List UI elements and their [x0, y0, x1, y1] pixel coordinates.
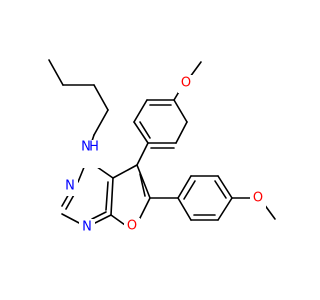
- bond: [175, 121, 188, 144]
- bond: [93, 84, 109, 111]
- bond: [112, 164, 138, 179]
- bond: [217, 197, 233, 221]
- atom-labels: N H N N O O O: [62, 75, 266, 237]
- bond: [105, 181, 109, 211]
- amine-hydrogen-label: H: [89, 140, 99, 155]
- pyrimidine-n3-label: N: [65, 179, 75, 194]
- molecule-structure-diagram: N H N N O O O: [48, 59, 276, 237]
- atom-label-background: [178, 75, 194, 93]
- atom-label-background: [62, 178, 78, 196]
- bond: [173, 99, 188, 123]
- atom-label-background: [124, 218, 140, 236]
- bond: [139, 173, 146, 197]
- bond: [189, 61, 202, 78]
- bond: [214, 180, 227, 199]
- bond: [91, 211, 107, 220]
- bond: [133, 99, 148, 123]
- bond: [177, 197, 192, 221]
- bond: [177, 175, 192, 199]
- pyrimidine-n1-label: N: [82, 220, 92, 235]
- bond: [110, 177, 114, 216]
- bond: [139, 197, 151, 219]
- bond: [133, 121, 149, 144]
- methoxy-oxygen-top-label: O: [181, 76, 191, 91]
- bond: [48, 59, 64, 86]
- bond: [136, 164, 151, 199]
- bond: [110, 214, 126, 226]
- amine-nitrogen-label: N: [81, 140, 91, 155]
- atom-label-background: [250, 190, 266, 208]
- bond: [136, 142, 149, 166]
- bond: [139, 121, 151, 139]
- bond: [217, 175, 233, 199]
- atom-label-background: [79, 219, 95, 237]
- bond: [61, 213, 82, 225]
- atom-label-background: [78, 140, 100, 168]
- bond: [93, 109, 109, 136]
- methoxy-oxygen-right-label: O: [253, 191, 263, 206]
- bond: [92, 214, 112, 225]
- bond: [183, 180, 196, 200]
- furan-oxygen-label: O: [127, 219, 137, 234]
